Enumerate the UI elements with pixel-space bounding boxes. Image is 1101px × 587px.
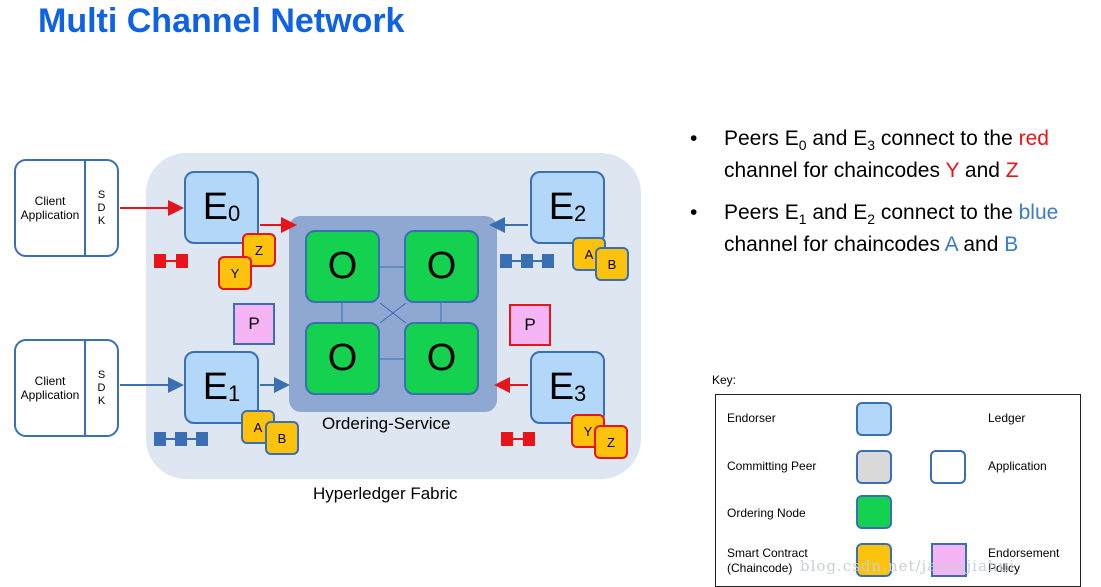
bullet-blue-channel: • Peers E1 and E2 connect to the blue ch… — [690, 201, 1059, 257]
peer-index: 3 — [574, 380, 587, 406]
client-label: Client Application — [20, 374, 80, 402]
channel-description: • Peers E0 and E3 connect to the red cha… — [690, 126, 1095, 274]
peer-index: 0 — [228, 200, 241, 226]
ledger-icon-red-e0 — [154, 254, 188, 268]
peer-letter: E — [548, 366, 575, 408]
key-title: Key: — [712, 373, 737, 387]
ordering-node-4: O — [404, 322, 479, 395]
key-ordering-node-swatch — [856, 495, 892, 529]
legend-box — [715, 394, 1081, 587]
key-ledger-label: Ledger — [988, 411, 1026, 425]
chaincode-b-e1: B — [265, 421, 299, 455]
peer-letter: E — [202, 366, 229, 408]
client-application-1: Client Application S D K — [14, 159, 119, 257]
peer-letter: E — [202, 186, 229, 228]
bullet-red-channel: • Peers E0 and E3 connect to the red cha… — [690, 127, 1049, 183]
chaincode-z-e3: Z — [594, 425, 628, 459]
chaincode-y-e0: Y — [218, 256, 252, 290]
key-endorser-swatch — [856, 402, 892, 436]
key-endorsement-policy-label: Endorsement Policy — [988, 546, 1060, 575]
key-chaincode-swatch — [856, 543, 892, 577]
hyperledger-fabric-label: Hyperledger Fabric — [313, 484, 458, 503]
peer-index: 2 — [574, 200, 587, 226]
client-application-2: Client Application S D K — [14, 339, 119, 437]
key-committing-peer-label: Committing Peer — [727, 459, 817, 473]
ledger-icon-blue-e2 — [500, 254, 554, 268]
ledger-icon-red-e3 — [501, 432, 535, 446]
sdk-divider — [84, 341, 86, 435]
sdk-label: S D K — [97, 368, 106, 407]
chaincode-b-e2: B — [595, 247, 629, 281]
client-label: Client Application — [20, 194, 80, 222]
ordering-node-3: O — [305, 322, 380, 395]
key-smart-contract-label: Smart Contract (Chaincode) — [727, 546, 808, 575]
sdk-label: S D K — [97, 188, 106, 227]
bullet-dot: • — [690, 127, 698, 150]
page-title: Multi Channel Network — [38, 2, 405, 40]
key-ordering-node-label: Ordering Node — [727, 506, 806, 520]
peer-letter: E — [548, 186, 575, 228]
key-policy-swatch — [931, 543, 967, 577]
bullet-dot: • — [690, 201, 698, 225]
ordering-service-label: Ordering-Service — [322, 414, 451, 433]
key-application-swatch — [930, 450, 966, 484]
key-committing-peer-swatch — [856, 450, 892, 484]
key-application-label: Application — [988, 459, 1047, 473]
ordering-node-2: O — [404, 230, 479, 303]
sdk-divider — [84, 161, 86, 255]
ordering-node-1: O — [305, 230, 380, 303]
ledger-icon-blue-e1 — [154, 432, 208, 446]
peer-index: 1 — [228, 380, 241, 406]
key-endorser-label: Endorser — [727, 411, 776, 425]
watermark: blog.csdn.net/jasonjiahui — [800, 557, 1016, 575]
endorsement-policy-red: P — [509, 304, 551, 346]
endorsement-policy-blue: P — [233, 303, 275, 345]
